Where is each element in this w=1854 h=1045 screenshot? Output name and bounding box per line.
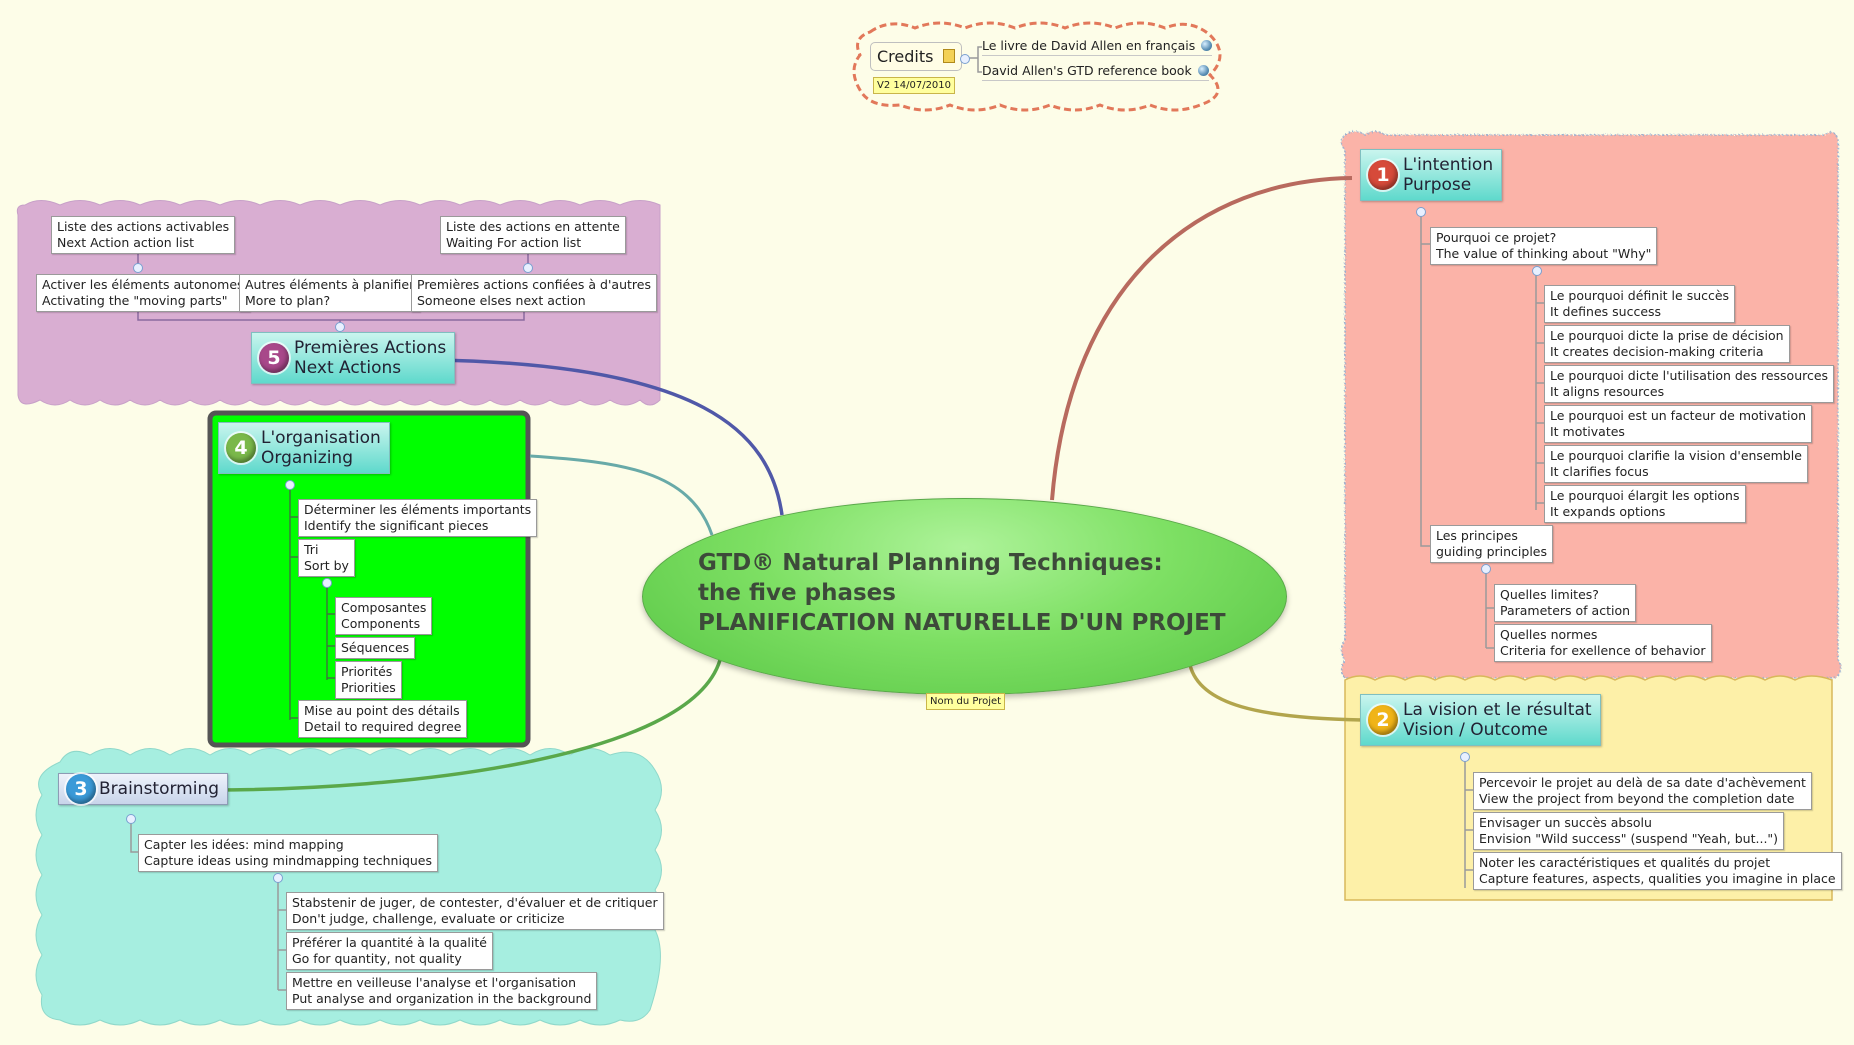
collapse-credits[interactable] — [960, 54, 970, 64]
collapse-why[interactable] — [1532, 266, 1542, 276]
collapse-activate[interactable] — [133, 263, 143, 273]
purpose-item[interactable]: Le pourquoi dicte l'utilisation des ress… — [1544, 365, 1835, 403]
brainstorm-item[interactable]: Mettre en veilleuse l'analyse et l'organ… — [286, 972, 598, 1010]
purpose-why[interactable]: Pourquoi ce projet?The value of thinking… — [1430, 227, 1658, 265]
branch-vision — [1188, 664, 1363, 722]
credits-node[interactable]: Credits — [870, 42, 962, 71]
collapse-purpose[interactable] — [1416, 207, 1426, 217]
collapse-brainstorming[interactable] — [126, 814, 136, 824]
central-topic[interactable] — [642, 498, 1287, 695]
credits-version: V2 14/07/2010 — [873, 77, 956, 94]
collapse-sort[interactable] — [322, 578, 332, 588]
collapse-principles[interactable] — [1481, 564, 1491, 574]
credit-link-fr[interactable]: Le livre de David Allen en français — [982, 38, 1213, 56]
branch-organizing — [529, 454, 714, 536]
vision-item[interactable]: Noter les caractéristiques et qualités d… — [1473, 852, 1842, 890]
sort-item[interactable]: Séquences — [335, 637, 416, 659]
purpose-item[interactable]: Le pourquoi clarifie la vision d'ensembl… — [1544, 445, 1808, 483]
vision-item[interactable]: Percevoir le projet au delà de sa date d… — [1473, 772, 1812, 810]
number-1-icon: 1 — [1368, 160, 1398, 190]
project-name-tag: Nom du Projet — [926, 693, 1006, 710]
branch-brainstorm — [211, 659, 722, 792]
purpose-item[interactable]: Le pourquoi est un facteur de motivation… — [1544, 405, 1813, 443]
globe-icon[interactable] — [1201, 40, 1213, 51]
number-4-icon: 4 — [226, 433, 256, 463]
note-icon — [942, 49, 955, 63]
collapse-next-actions[interactable] — [335, 322, 345, 332]
brainstorm-region — [35, 748, 662, 1026]
branch-purpose — [1050, 176, 1353, 501]
number-3-icon: 3 — [66, 774, 96, 804]
collapse-vision[interactable] — [1460, 752, 1470, 762]
phase-brainstorming[interactable]: 3 Brainstorming — [58, 773, 229, 805]
number-2-icon: 2 — [1368, 705, 1398, 735]
branch-next-actions — [435, 358, 784, 516]
central-topic-text: GTD® Natural Planning Techniques: the fi… — [698, 550, 1226, 636]
collapse-organizing[interactable] — [285, 480, 295, 490]
globe-icon[interactable] — [1197, 65, 1209, 76]
principle-item[interactable]: Quelles limites?Parameters of action — [1494, 584, 1637, 622]
credit-link-en[interactable]: David Allen's GTD reference book — [982, 63, 1209, 81]
collapse-delegated[interactable] — [523, 263, 533, 273]
collapse-capture[interactable] — [273, 873, 283, 883]
brainstorm-item[interactable]: Stabstenir de juger, de contester, d'éva… — [286, 892, 664, 930]
number-5-icon: 5 — [259, 343, 289, 373]
